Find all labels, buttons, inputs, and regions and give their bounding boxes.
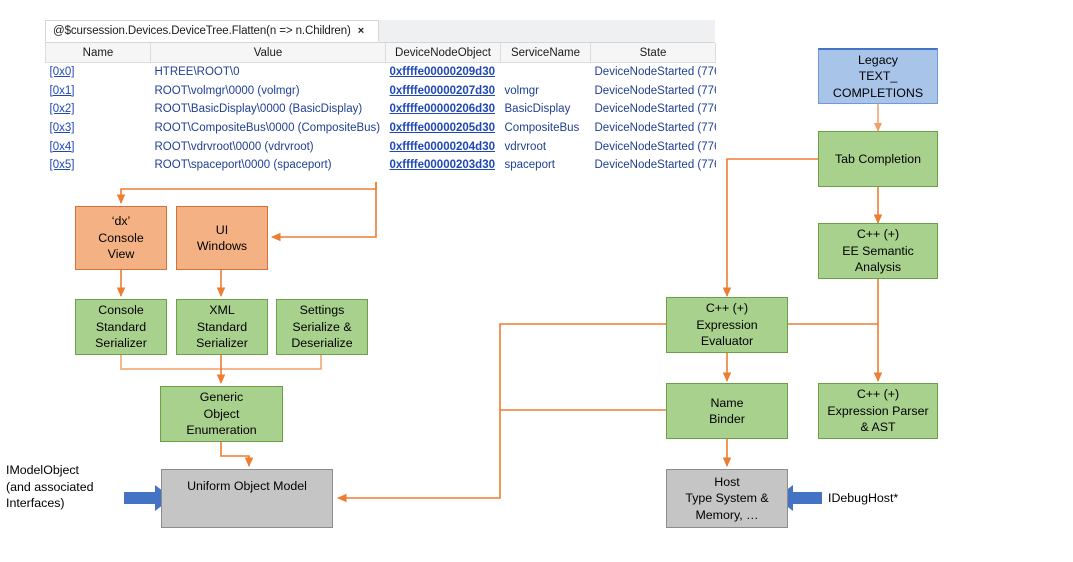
node-expression-parser-ast[interactable]: C++ (+)Expression Parser& AST [818, 383, 938, 439]
cell-name[interactable]: [0x1] [46, 82, 151, 101]
cell-devicenodeobject[interactable]: 0xffffe00000204d30 [386, 137, 501, 156]
cell-name-link[interactable]: [0x4] [49, 140, 75, 153]
node-label: C++ (+)Expression Parser& AST [827, 387, 929, 435]
wire-serializer-bus [120, 355, 322, 370]
cell-devicenodeobject-link[interactable]: 0xffffe00000203d30 [389, 159, 496, 172]
cell-name[interactable]: [0x0] [46, 63, 151, 82]
cell-devicenodeobject[interactable]: 0xffffe00000206d30 [386, 100, 501, 119]
cell-value: ROOT\CompositeBus\0000 (CompositeBus) [154, 122, 381, 135]
label-idebughost: IDebugHost* [828, 491, 899, 505]
node-uniform-object-model[interactable]: Uniform Object Model [161, 469, 333, 528]
table-row[interactable]: [0x5] ROOT\spaceport\0000 (spaceport) 0xff… [46, 156, 716, 175]
cell-devicenodeobject[interactable]: 0xffffe00000205d30 [386, 119, 501, 138]
cell-state: DeviceNodeStarted (776) [594, 103, 716, 116]
column-header-servicename[interactable]: ServiceName [500, 43, 591, 63]
cell-state: DeviceNodeStarted (776) [594, 66, 716, 79]
column-header-devicenodeobject[interactable]: DeviceNodeObject [385, 43, 501, 63]
device-node-table: Name Value DeviceNodeObject ServiceName … [45, 43, 716, 175]
column-header-state[interactable]: State [590, 43, 716, 63]
cell-name-link[interactable]: [0x5] [49, 159, 75, 172]
cell-state: DeviceNodeStarted (776) [594, 159, 716, 172]
node-label: Uniform Object Model [187, 479, 307, 493]
cell-devicenodeobject[interactable]: 0xffffe00000209d30 [386, 63, 501, 82]
cell-value: HTREE\ROOT\0 [154, 66, 240, 79]
cell-name-link[interactable]: [0x1] [49, 84, 75, 97]
column-header-value[interactable]: Value [150, 43, 386, 63]
cell-devicenodeobject-link[interactable]: 0xffffe00000204d30 [389, 140, 496, 153]
cell-servicename: vdrvroot [504, 140, 547, 153]
cell-servicename: CompositeBus [504, 122, 580, 135]
table-header-row: Name Value DeviceNodeObject ServiceName … [45, 43, 716, 63]
table-row[interactable]: [0x2] ROOT\BasicDisplay\0000 (BasicDispla… [46, 100, 716, 119]
cell-name[interactable]: [0x3] [46, 119, 151, 138]
column-header-name[interactable]: Name [45, 43, 151, 63]
node-label: Tab Completion [834, 151, 922, 166]
table-row[interactable]: [0x3] ROOT\CompositeBus\0000 (CompositeBu… [46, 119, 716, 138]
tab-label: @$cursession.Devices.DeviceTree.Flatten(… [53, 25, 351, 37]
cell-servicename: spaceport [504, 159, 556, 172]
cell-value: ROOT\vdrvroot\0000 (vdrvroot) [154, 140, 314, 153]
cell-servicename: volmgr [504, 84, 540, 97]
close-icon[interactable]: × [357, 24, 365, 37]
node-tab-completion[interactable]: Tab Completion [818, 131, 938, 187]
cell-state: DeviceNodeStarted (776) [594, 84, 716, 97]
cell-name-link[interactable]: [0x0] [49, 66, 75, 79]
cell-state: DeviceNodeStarted (776) [594, 140, 716, 153]
cell-servicename: BasicDisplay [504, 103, 571, 116]
debugger-data-grid-window: @$cursession.Devices.DeviceTree.Flatten(… [45, 20, 716, 175]
cell-devicenodeobject-link[interactable]: 0xffffe00000205d30 [389, 122, 496, 135]
cell-name-link[interactable]: [0x3] [49, 122, 75, 135]
cell-devicenodeobject-link[interactable]: 0xffffe00000209d30 [389, 66, 496, 79]
cell-devicenodeobject[interactable]: 0xffffe00000207d30 [386, 82, 501, 101]
wire-grid-to-ui-windows [271, 182, 377, 242]
cell-value: ROOT\BasicDisplay\0000 (BasicDisplay) [154, 103, 363, 116]
cell-devicenodeobject-link[interactable]: 0xffffe00000207d30 [389, 84, 496, 97]
wire-generic-enum-to-uom [220, 442, 254, 467]
table-row[interactable]: [0x1] ROOT\volmgr\0000 (volmgr) 0xffffe000… [46, 82, 716, 101]
tab-devicetree-query[interactable]: @$cursession.Devices.DeviceTree.Flatten(… [45, 20, 379, 42]
cell-name[interactable]: [0x4] [46, 137, 151, 156]
wire-eval-bus-to-uom [337, 323, 666, 503]
cell-devicenodeobject[interactable]: 0xffffe00000203d30 [386, 156, 501, 175]
wire-grid-to-dx-console [116, 182, 377, 204]
cell-value: ROOT\volmgr\0000 (volmgr) [154, 84, 300, 97]
table-row[interactable]: [0x4] ROOT\vdrvroot\0000 (vdrvroot) 0xffff… [46, 137, 716, 156]
cell-name[interactable]: [0x5] [46, 156, 151, 175]
wire-tabcompletion-to-evaluator [722, 158, 826, 297]
cell-servicename [501, 63, 591, 82]
cell-name-link[interactable]: [0x2] [49, 103, 75, 116]
cell-state: DeviceNodeStarted (776) [594, 122, 716, 135]
cell-value: ROOT\spaceport\0000 (spaceport) [154, 159, 332, 172]
cell-devicenodeobject-link[interactable]: 0xffffe00000206d30 [389, 103, 496, 116]
cell-name[interactable]: [0x2] [46, 100, 151, 119]
tab-strip: @$cursession.Devices.DeviceTree.Flatten(… [45, 20, 715, 43]
table-row[interactable]: [0x0] HTREE\ROOT\0 0xffffe00000209d30 Devic… [46, 63, 716, 82]
